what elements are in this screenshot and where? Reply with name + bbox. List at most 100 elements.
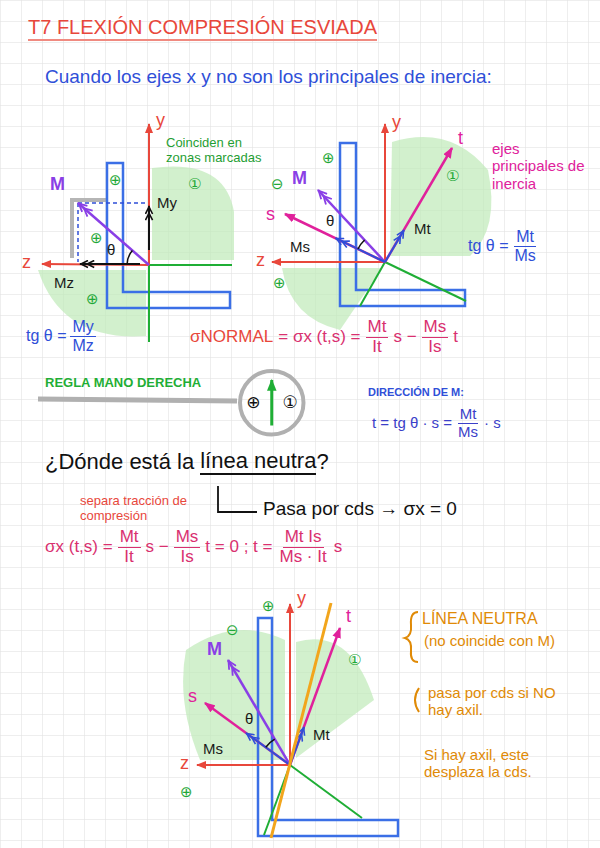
moment-component <box>148 206 150 250</box>
numerator: Mt <box>118 528 141 548</box>
moment-label: M <box>292 168 307 189</box>
numerator: Mt Is <box>283 528 324 548</box>
y-axis <box>289 604 291 765</box>
sign-symbol: ① <box>446 168 459 185</box>
formula: ¿Dónde está lalínea neutra? <box>45 448 329 475</box>
axis-label: y <box>297 588 306 609</box>
formula-term: ¿Dónde está la <box>45 449 194 474</box>
sign-symbol: ⊕ <box>109 172 122 189</box>
axis-label: z <box>180 753 189 774</box>
numerator: Ms <box>422 318 449 338</box>
section-diagram-principal-axes <box>272 124 491 330</box>
axis-label: s <box>266 204 275 225</box>
axis-extension <box>290 765 362 818</box>
formula-term: ? <box>316 449 328 474</box>
sign-symbol: ⊕ <box>262 598 275 615</box>
fraction: MtIt <box>118 528 141 566</box>
rule-circle: ⊕① <box>237 368 307 438</box>
formula: σx (t,s) =MtIts −MsIst = 0 ; t =Mt IsMs … <box>45 528 342 566</box>
sign-symbol: ⊕ <box>90 230 103 247</box>
formula-term: s − <box>393 327 416 347</box>
t-axis <box>290 628 340 765</box>
component-label: Ms <box>203 740 223 757</box>
z-axis <box>42 264 149 265</box>
formula: t = tg θ · s =MtMs· s <box>372 406 501 440</box>
denominator: Is <box>178 548 195 567</box>
z-axis <box>272 261 385 263</box>
denominator: It <box>122 548 135 567</box>
component-label: Mz <box>54 274 74 291</box>
sign-symbol: ① <box>283 393 298 413</box>
formula-term: s <box>334 537 343 557</box>
sign-symbol: ⊕ <box>273 275 286 292</box>
bracket <box>218 486 257 512</box>
angle-arc <box>358 240 365 249</box>
fraction: MsIs <box>422 318 449 356</box>
axis-label: y <box>392 112 401 133</box>
statement: Pasa por cds → σx = 0 <box>263 498 457 520</box>
rule-label: REGLA MANO DERECHA <box>45 376 201 391</box>
y-axis <box>384 124 386 262</box>
formula-term: s − <box>146 537 169 557</box>
grey-outline <box>72 200 106 258</box>
sign-symbol: ⊕ <box>246 393 260 413</box>
angle-profile <box>107 163 230 308</box>
formula-term: tg θ = <box>468 237 508 255</box>
fraction: Mt IsMs · It <box>277 528 328 566</box>
section-diagram-neutral-line <box>183 603 419 838</box>
fraction: MtIt <box>366 318 389 356</box>
axis-label: z <box>22 252 31 273</box>
moment-component <box>336 238 386 262</box>
fraction: MsIs <box>174 528 201 566</box>
moment-component <box>246 733 290 765</box>
axis-label: s <box>188 686 197 707</box>
moment-label: M <box>50 174 65 195</box>
numerator: Ms <box>174 528 201 548</box>
axis-label: t <box>346 606 351 627</box>
moment-label: M <box>207 639 222 660</box>
numerator: My <box>70 318 95 337</box>
formula-term: línea neutra <box>200 448 316 475</box>
note: separa tracción de compresión <box>80 494 198 524</box>
angle-label: θ <box>245 710 253 727</box>
heading: Cuando los ejes x y no son los principal… <box>45 66 492 88</box>
note: Si hay axil, este desplaza la cds. <box>424 746 574 781</box>
denominator: Ms <box>512 247 537 265</box>
formula-term: t = tg θ · s = <box>372 414 452 431</box>
fraction: MtMs <box>512 228 537 264</box>
component-label: Mt <box>313 726 330 743</box>
angle-arc <box>266 739 275 747</box>
marked-zone <box>282 268 382 330</box>
sign-symbol: ⊕ <box>322 150 335 167</box>
axis-extension <box>148 265 150 342</box>
component-label: Ms <box>290 238 310 255</box>
formula-term: t = 0 ; t = <box>205 537 272 557</box>
axis-label: z <box>256 250 265 271</box>
formula-term: σx (t,s) = <box>45 537 113 557</box>
sign-symbol: ⊕ <box>180 784 193 801</box>
denominator: Is <box>426 338 443 357</box>
fraction: MyMz <box>70 318 95 354</box>
formula-term: = σx (t,s) = <box>278 327 360 347</box>
subheading: DIRECCIÓN DE M: <box>368 386 464 399</box>
sign-symbol: ① <box>348 652 361 669</box>
sign-symbol: ① <box>188 176 201 193</box>
axis-label: y <box>156 110 165 131</box>
note: pasa por cds si NO hay axil. <box>428 684 578 719</box>
formula-term: tg θ = <box>26 327 66 345</box>
z-axis <box>197 764 290 766</box>
y-axis <box>148 124 150 265</box>
numerator: Mt <box>514 228 536 247</box>
projection-line <box>78 202 146 204</box>
formula: σNORMAL= σx (t,s) =MtIts −MsIst <box>190 318 458 356</box>
denominator: Ms · It <box>277 548 328 567</box>
grey-bar <box>38 399 237 401</box>
axis-extension <box>149 264 232 266</box>
moment-vector <box>228 660 290 765</box>
formula: tg θ =MyMz <box>26 318 96 354</box>
t-axis <box>385 148 452 262</box>
